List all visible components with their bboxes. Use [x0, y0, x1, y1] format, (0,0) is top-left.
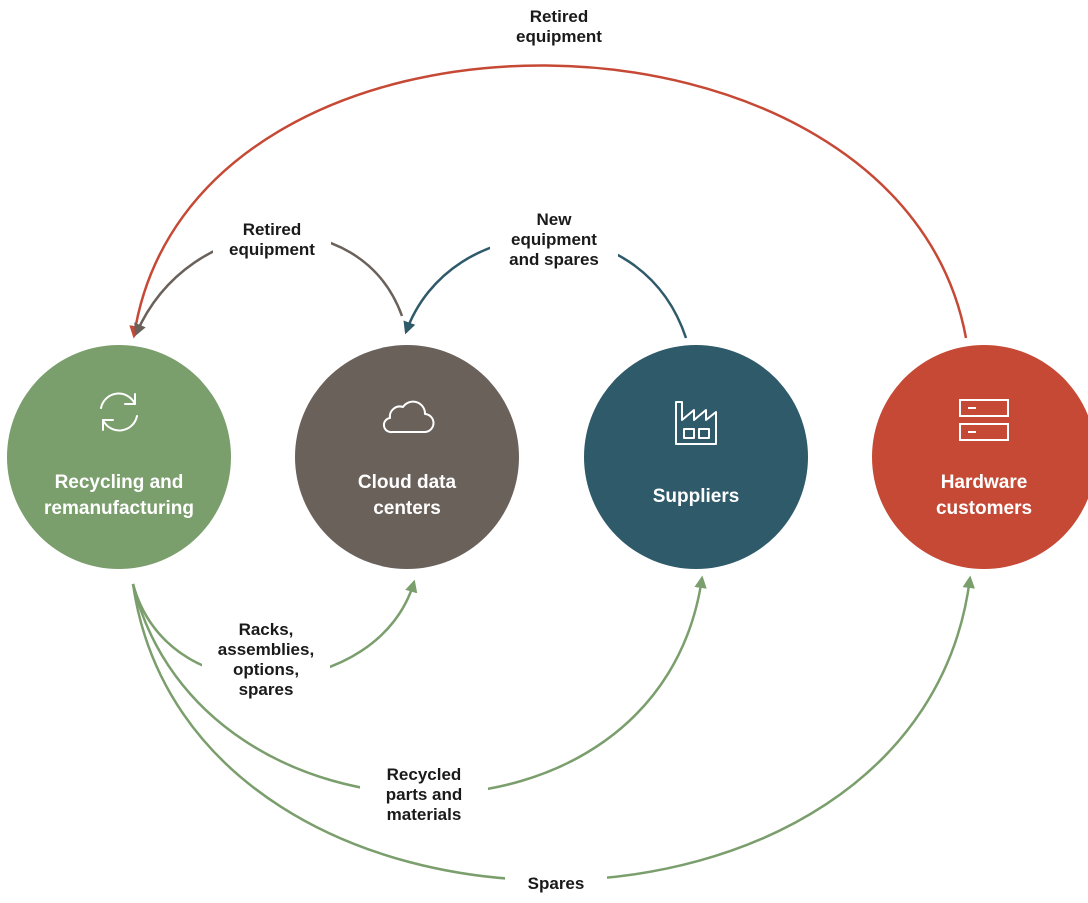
- node-recycling-label: Recycling and remanufacturing: [7, 470, 231, 522]
- flow-label-recycling-to-suppliers: Recycled parts and materials: [360, 765, 488, 825]
- flow-label-line: assemblies,: [217, 640, 315, 659]
- flow-label-line: options,: [232, 660, 300, 679]
- flow-label-recycling-to-cloud: Racks, assemblies, options, spares: [202, 620, 330, 700]
- flow-label-customers-to-recycling: Retired equipment: [498, 7, 620, 47]
- node-recycling-label-line: Recycling and: [54, 472, 184, 493]
- node-customers-label-line: customers: [935, 498, 1033, 519]
- node-recycling-label-line: remanufacturing: [44, 498, 194, 519]
- node-recycling: [7, 345, 231, 569]
- node-suppliers-label-line: Suppliers: [652, 486, 740, 507]
- flow-label-line: spares: [238, 680, 294, 699]
- node-cloud-label-line: centers: [373, 498, 441, 519]
- flow-label-line: parts and: [385, 785, 463, 804]
- flow-label-line: equipment: [229, 240, 315, 259]
- node-cloud: [295, 345, 519, 569]
- flow-label-line: Retired: [529, 7, 589, 26]
- arrow-customers-to-recycling: [129, 64, 968, 339]
- flow-label-line: equipment: [516, 27, 602, 46]
- flow-label-line: New: [536, 210, 572, 229]
- cloud-icon: [382, 400, 435, 434]
- server-stack-icon: [959, 399, 1009, 441]
- refresh-cycle-icon: [100, 392, 138, 432]
- node-customers-label-line: Hardware: [940, 472, 1028, 493]
- node-suppliers-label: Suppliers: [584, 484, 808, 510]
- node-cloud-label: Cloud data centers: [295, 470, 519, 522]
- flow-label-line: Spares: [527, 874, 585, 893]
- flow-label-line: equipment: [511, 230, 597, 249]
- node-customers-label: Hardware customers: [872, 470, 1088, 522]
- flow-label-line: materials: [386, 805, 462, 824]
- flow-label-line: Recycled: [386, 765, 462, 784]
- factory-icon: [675, 401, 717, 445]
- flow-label-line: and spares: [509, 250, 599, 269]
- node-customers: [872, 345, 1088, 569]
- node-cloud-label-line: Cloud data: [357, 472, 457, 493]
- flow-label-recycling-to-customers: Spares: [505, 874, 607, 894]
- flow-label-line: Retired: [242, 220, 302, 239]
- flow-label-suppliers-to-cloud: New equipment and spares: [490, 210, 618, 270]
- node-suppliers: [584, 345, 808, 569]
- flow-label-cloud-to-recycling: Retired equipment: [213, 220, 331, 260]
- flow-label-line: Racks,: [238, 620, 294, 639]
